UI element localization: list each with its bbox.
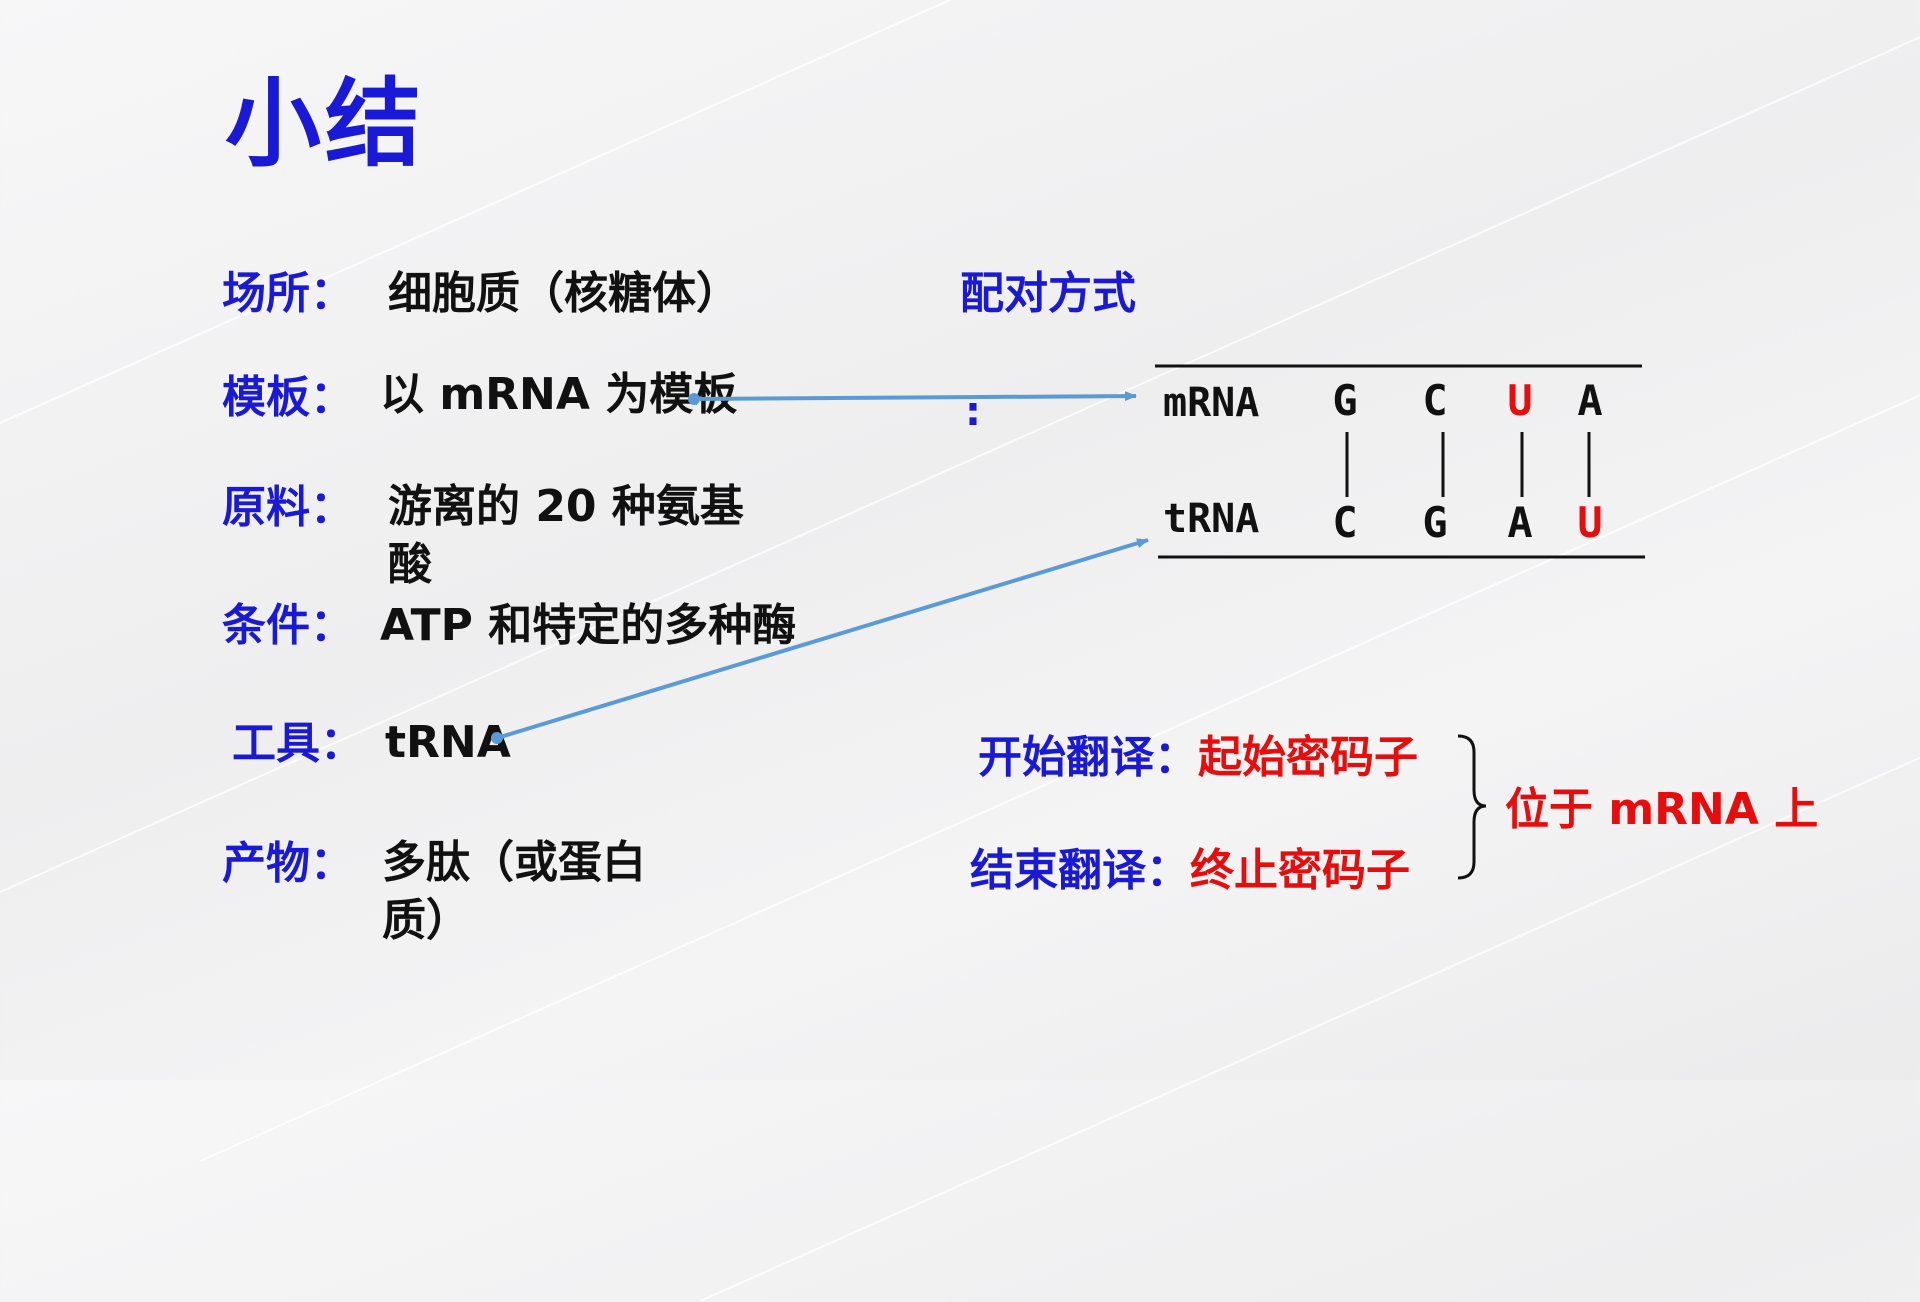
stop-translation-label: 结束翻译： xyxy=(970,845,1190,896)
template-arrow xyxy=(693,391,1137,402)
item-label-material: 原料： xyxy=(222,482,354,533)
trna-arrow xyxy=(496,538,1149,740)
start-codon: 起始密码子 xyxy=(1198,732,1418,783)
pairing-colon: : xyxy=(965,389,981,435)
mrna-row-label: mRNA xyxy=(1163,380,1260,426)
item-value-material: 游离的 20 种氨基酸 xyxy=(388,481,744,591)
stop-translation: 结束翻译：终止密码子 xyxy=(970,845,1410,898)
item-value-product: 多肽（或蛋白质） xyxy=(382,837,646,947)
item-label-condition: 条件： xyxy=(222,600,354,651)
trna-base: C xyxy=(1332,498,1358,547)
item-value-tool: tRNA xyxy=(385,717,511,768)
start-translation-label: 开始翻译： xyxy=(978,732,1198,783)
slide: 小结 场所： 细胞质（核糖体） 模板： 以 mRNA 为模板 原料： 游离的 2… xyxy=(222,68,1819,947)
codon-brace xyxy=(1457,734,1487,880)
slide-title: 小结 xyxy=(225,68,425,180)
item-value-template: 以 mRNA 为模板 xyxy=(380,369,738,420)
trna-base: A xyxy=(1507,498,1533,547)
mrna-base: G xyxy=(1332,376,1358,425)
trna-row-label: tRNA xyxy=(1163,496,1260,542)
item-label-template: 模板： xyxy=(222,372,354,423)
diagram-lines xyxy=(491,364,1645,880)
item-label-location: 场所： xyxy=(222,268,354,319)
mrna-base: A xyxy=(1577,376,1603,425)
codon-location: 位于 mRNA 上 xyxy=(1505,784,1819,835)
trna-base-highlight: U xyxy=(1577,498,1603,547)
item-label-tool: 工具： xyxy=(232,718,364,769)
item-label-product: 产物： xyxy=(222,838,354,889)
item-value-location: 细胞质（核糖体） xyxy=(388,268,740,319)
pairing-heading: 配对方式 xyxy=(960,268,1136,319)
item-value-condition: ATP 和特定的多种酶 xyxy=(380,600,797,651)
mrna-base: C xyxy=(1422,376,1448,425)
mrna-base-highlight: U xyxy=(1507,376,1533,425)
stop-codon: 终止密码子 xyxy=(1190,845,1410,896)
start-translation: 开始翻译：起始密码子 xyxy=(978,732,1418,785)
trna-base: G xyxy=(1422,498,1448,547)
